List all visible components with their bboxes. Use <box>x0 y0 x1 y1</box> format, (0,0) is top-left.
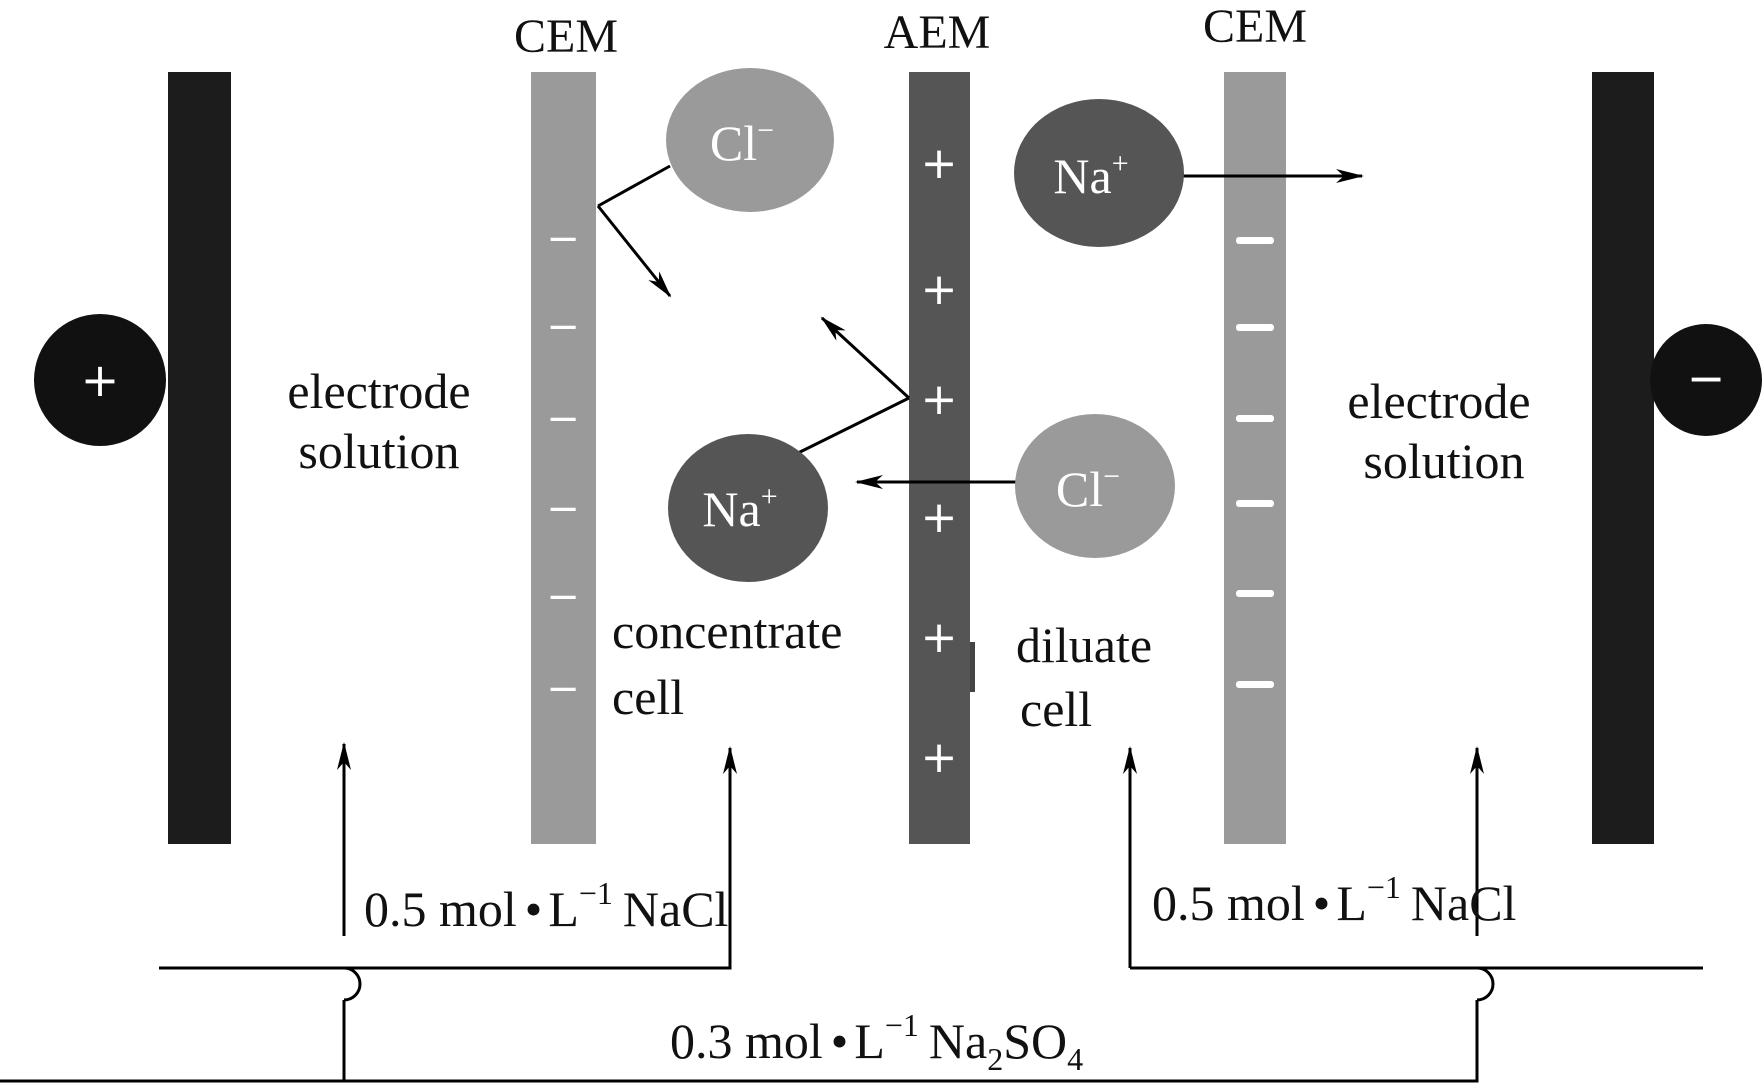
aem-edge-mark <box>970 642 975 692</box>
cem-right-charge <box>1236 681 1274 688</box>
aem-membrane <box>909 72 970 844</box>
ion-na-mid: Na+ <box>668 434 828 582</box>
feed-value: 0.5 mol <box>364 881 517 937</box>
ion-na-top: Na+ <box>1014 99 1184 247</box>
cem-left-charge: − <box>546 666 580 712</box>
aem-charge: + <box>921 492 958 543</box>
svg-text:Na+: Na+ <box>1053 147 1128 204</box>
feed-species-a: Na <box>929 1013 987 1069</box>
ion-label: Na <box>1053 148 1111 204</box>
ion-paths <box>596 164 1364 489</box>
na-rejected-arrow <box>820 316 911 400</box>
cem-right-charge <box>1236 324 1274 331</box>
cem-right-charge <box>1236 500 1274 507</box>
feed-dot: • <box>831 1013 849 1069</box>
feed-lines <box>0 742 1703 1083</box>
cem-left-charge: − <box>546 486 580 532</box>
feed-unit: L <box>1336 875 1367 931</box>
ion-cl-top: Cl− <box>666 68 834 212</box>
aem-charges: + + + + + + <box>921 138 958 783</box>
feed-unit: L <box>854 1013 885 1069</box>
cem-right-charge <box>1236 237 1274 244</box>
aem-charge: + <box>921 138 958 189</box>
aem-charge: + <box>921 612 958 663</box>
feed-species: NaCl <box>623 881 729 937</box>
left-electrode-solution-line2: solution <box>298 423 459 479</box>
cem-left-charge: − <box>546 304 580 350</box>
nacl-left-label: 0.5 mol•L−1 NaCl <box>364 875 728 937</box>
ion-charge: − <box>1103 460 1120 493</box>
feed-unit: L <box>548 881 579 937</box>
feed-species-sub2: 4 <box>1067 1041 1083 1077</box>
left-electrode-solution-line1: electrode <box>287 363 470 419</box>
cl-rejected-arrow <box>596 205 672 298</box>
cem-left-charges: − − − − − − <box>546 216 580 712</box>
feed-species-b: SO <box>1003 1013 1067 1069</box>
feed-dot: • <box>525 881 543 937</box>
cathode-plate <box>1592 72 1654 844</box>
cem-left-label: CEM <box>514 10 618 63</box>
ion-charge: − <box>757 114 774 147</box>
cem-left-charge: − <box>546 574 580 620</box>
cem-left-charge: − <box>546 216 580 262</box>
cl-approach-line <box>597 164 671 208</box>
anode-plate <box>168 72 231 844</box>
right-electrode-solution-line1: electrode <box>1347 373 1530 429</box>
aem-label: AEM <box>884 6 991 59</box>
feed-unit-exp: −1 <box>1367 869 1401 905</box>
ion-label: Cl <box>710 115 757 171</box>
feed-value: 0.5 mol <box>1152 875 1305 931</box>
svg-text:Cl−: Cl− <box>710 114 774 171</box>
svg-text:Cl−: Cl− <box>1056 460 1120 517</box>
diluate-cell-line2: cell <box>1020 681 1092 737</box>
anode-terminal <box>34 314 166 446</box>
feed-value: 0.3 mol <box>670 1013 823 1069</box>
diluate-cell-line1: diluate <box>1016 617 1152 673</box>
ion-label: Na <box>702 481 760 537</box>
cem-right-charges <box>1236 237 1274 688</box>
cem-left-charge: − <box>546 396 580 442</box>
concentrate-cell-line2: cell <box>612 669 684 725</box>
aem-charge: + <box>921 264 958 315</box>
feed-unit-exp: −1 <box>885 1007 919 1043</box>
nacl-right-line <box>1130 966 1495 1002</box>
ion-cl-mid: Cl− <box>1015 414 1175 558</box>
right-electrode-solution-line2: solution <box>1363 433 1524 489</box>
ion-label: Cl <box>1056 461 1103 517</box>
feed-unit-exp: −1 <box>579 875 613 911</box>
na2so4-bottom-line <box>0 1000 1479 1083</box>
feed-species-sub: 2 <box>987 1041 1003 1077</box>
na2so4-label: 0.3 mol•L−1 Na2SO4 <box>670 1007 1083 1077</box>
aem-charge: + <box>921 374 958 425</box>
aem-charge: + <box>921 732 958 783</box>
ion-charge: + <box>761 480 778 513</box>
cathode-terminal <box>1650 324 1762 436</box>
nacl-right-label: 0.5 mol•L−1 NaCl <box>1152 869 1516 931</box>
cem-right-membrane <box>1224 72 1286 844</box>
feed-dot: • <box>1313 875 1331 931</box>
cathode-sign: − <box>1687 351 1726 405</box>
concentrate-cell-line1: concentrate <box>612 603 842 659</box>
cem-right-label: CEM <box>1203 0 1307 53</box>
na-approach-line <box>795 396 910 456</box>
ion-charge: + <box>1112 147 1129 180</box>
svg-text:Na+: Na+ <box>702 480 777 537</box>
cem-right-charge <box>1236 415 1274 422</box>
cem-right-charge <box>1236 590 1274 597</box>
feed-species: NaCl <box>1411 875 1517 931</box>
cem-left-membrane <box>531 72 596 844</box>
nacl-left-inlet-line <box>159 966 362 1002</box>
anode-sign: + <box>81 353 120 407</box>
nacl-left-riser <box>344 746 737 970</box>
